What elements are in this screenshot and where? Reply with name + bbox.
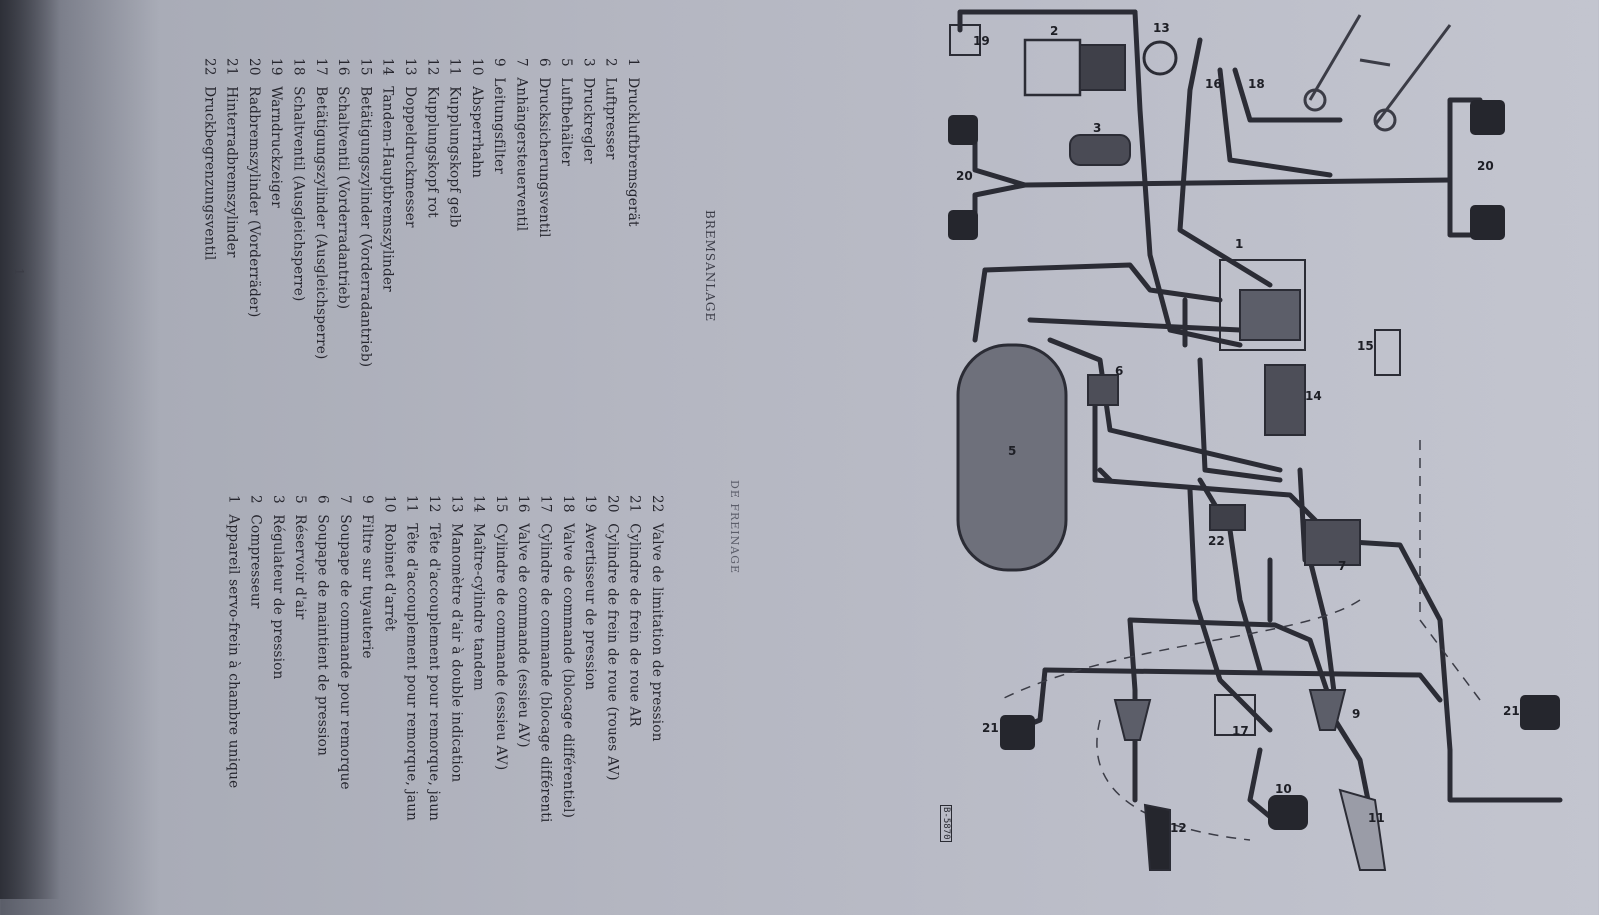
- pipe-main-front: [1022, 177, 1453, 188]
- rear-wheel-cylinder-left: [1000, 715, 1035, 750]
- legend-fr-item: 13 Manomètre d'air à double indication: [448, 495, 465, 783]
- legend-de-item: 14 Tandem-Hauptbremszylinder: [379, 58, 396, 292]
- legend-de-item: 12 Kupplungskopf rot: [424, 58, 441, 218]
- front-drive-actuator: [1374, 329, 1401, 376]
- diagram-label-21-right: 21: [1503, 704, 1520, 718]
- pressure-holding-valve: [1087, 374, 1119, 406]
- legend-de-item: 19 Warndruckzeiger: [268, 58, 285, 208]
- diagram-label-20-right: 20: [1477, 159, 1494, 173]
- diagram-label-10: 10: [1275, 782, 1292, 796]
- title-french: DE FREINAGE: [728, 480, 741, 575]
- document-code: B-5870: [940, 805, 952, 842]
- legend-fr-item: 3 Régulateur de pression: [269, 495, 286, 680]
- air-tank: [956, 343, 1068, 572]
- diagram-label-21-left: 21: [982, 721, 999, 735]
- diagram-label-16: 16: [1205, 77, 1222, 91]
- legend-fr-item: 10 Robinet d'arrêt: [381, 495, 398, 632]
- pedal-lever-2: [1373, 24, 1452, 126]
- diagram-label-13: 13: [1153, 21, 1170, 35]
- legend-de-item: 21 Hinterradbremszylinder: [223, 58, 240, 258]
- legend-french: 22 Valve de limitation de pression 21 Cy…: [222, 495, 668, 915]
- diagram-label-3: 3: [1093, 121, 1101, 135]
- legend-de-item: 22 Druckbegrenzungsventil: [201, 58, 218, 261]
- title-german: BREMSANLAGE: [703, 210, 717, 323]
- legend-de-item: 20 Radbremszylinder (Vorderräder): [245, 58, 262, 318]
- legend-fr-item: 15 Cylindre de commande (essieu AV): [492, 495, 509, 771]
- shutoff-valve: [1268, 795, 1308, 830]
- legend-fr-item: 14 Maître-cylindre tandem: [470, 495, 487, 691]
- tandem-master-cylinder: [1264, 364, 1306, 436]
- legend-fr-item: 11 Tête d'accouplement pour remorque, ja…: [403, 495, 420, 822]
- legend-de-item: 15 Betätigungszylinder (Vorderradantrieb…: [357, 58, 374, 368]
- legend-de-item: 5 Luftbehälter: [558, 58, 575, 167]
- diagram-label-15: 15: [1357, 339, 1374, 353]
- diagram-label-12: 12: [1170, 821, 1187, 835]
- pressure-limiting-valve: [1209, 504, 1246, 531]
- front-wheel-cylinder-left: [948, 115, 978, 145]
- double-pressure-gauge: [1142, 40, 1178, 76]
- front-wheel-cylinder-right: [1470, 100, 1505, 135]
- diagram-label-18: 18: [1248, 77, 1265, 91]
- diagram-label-2: 2: [1050, 24, 1058, 38]
- legend-de-item: 6 Drucksicherungsventil: [535, 58, 552, 238]
- legend-fr-item: 6 Soupape de maintient de pression: [314, 495, 331, 757]
- legend-fr-item: 2 Compresseur: [247, 495, 264, 609]
- coupling-head-red: [1143, 803, 1171, 871]
- legend-de-item: 13 Doppeldruckmesser: [401, 58, 418, 228]
- front-wheel-cylinder-left-2: [948, 210, 978, 240]
- rear-wheel-cylinder-right: [1520, 695, 1560, 730]
- diagram-label-19: 19: [973, 34, 990, 48]
- legend-de-item: 11 Kupplungskopf gelb: [446, 58, 463, 228]
- legend-german: 1 Druckluftbremsgerät 2 Luftpresser 3 Dr…: [198, 58, 644, 578]
- legend-de-item: 10 Absperrhahn: [468, 58, 485, 179]
- legend-de-item: 17 Betätigungszylinder (Ausgleichsperre): [312, 58, 329, 360]
- legend-fr-item: 12 Tête d'accouplement pour remorque, ja…: [425, 495, 442, 822]
- page-mark: 1: [12, 268, 26, 276]
- diagram-label-11: 11: [1368, 811, 1385, 825]
- legend-de-item: 2 Luftpresser: [602, 58, 619, 160]
- diagram-label-9: 9: [1352, 707, 1360, 721]
- pedal-lever-1: [1308, 14, 1362, 101]
- diagram-label-17: 17: [1232, 724, 1249, 738]
- diff-lock-actuator: [1214, 694, 1256, 736]
- legend-fr-item: 9 Filtre sur tuyauterie: [359, 495, 376, 659]
- diagram-label-20-left: 20: [956, 169, 973, 183]
- legend-de-item: 7 Anhängersteuerventil: [513, 58, 530, 232]
- diagram-label-1: 1: [1235, 237, 1243, 251]
- coupling-head-yellow: [1338, 788, 1387, 871]
- legend-fr-item: 21 Cylindre de frein de roue AR: [626, 495, 643, 727]
- diagram-label-6: 6: [1115, 364, 1123, 378]
- legend-de-item: 1 Druckluftbremsgerät: [624, 58, 641, 227]
- legend-de-item: 16 Schaltventil (Vorderradantrieb): [335, 58, 352, 310]
- diagram-label-5: 5: [1008, 444, 1016, 458]
- legend-fr-item: 16 Valve de commande (essieu AV): [515, 495, 532, 748]
- line-filter-2: [1113, 699, 1152, 741]
- legend-fr-item: 17 Cylindre de commande (blocage différe…: [537, 495, 554, 823]
- legend-de-item: 3 Druckregler: [580, 58, 597, 164]
- compressor: [1023, 38, 1082, 97]
- front-wheel-cylinder-right-2: [1470, 205, 1505, 240]
- legend-fr-item: 19 Avertisseur de pression: [582, 495, 599, 691]
- legend-de-item: 18 Schaltventil (Ausgleichsperre): [290, 58, 307, 302]
- legend-fr-item: 5 Réservoir d'air: [292, 495, 309, 620]
- pressure-regulator: [1069, 134, 1131, 166]
- legend-de-item: 9 Leitungsfilter: [491, 58, 508, 174]
- legend-fr-item: 7 Soupape de commande pour remorque: [336, 495, 353, 790]
- legend-fr-item: 20 Cylindre de frein de roue (roues AV): [604, 495, 621, 781]
- legend-fr-item: 1 Appareil servo-frein à chambre unique: [225, 495, 242, 789]
- trailer-control-valve: [1304, 519, 1361, 566]
- brake-valve: [1219, 259, 1306, 351]
- diagram-label-22: 22: [1208, 534, 1225, 548]
- page-binding-shadow: [0, 0, 60, 899]
- line-filter-1: [1308, 689, 1347, 731]
- legend-fr-item: 22 Valve de limitation de pression: [648, 495, 665, 742]
- legend-fr-item: 18 Valve de commande (blocage différenti…: [559, 495, 576, 819]
- pressure-warning-indicator: [949, 24, 981, 56]
- diagram-label-14: 14: [1305, 389, 1322, 403]
- diagram-label-7: 7: [1338, 559, 1346, 573]
